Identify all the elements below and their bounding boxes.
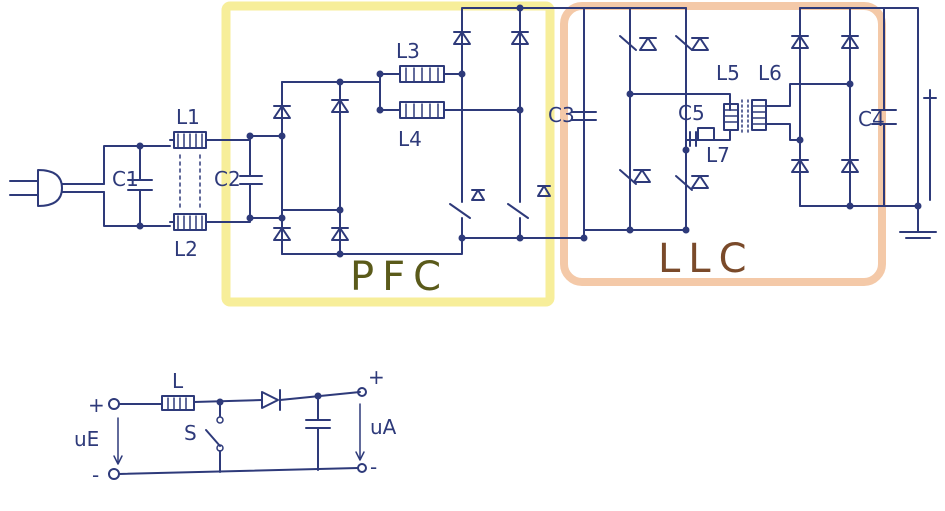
boost-plus-in: + xyxy=(88,393,105,417)
diode-icon xyxy=(261,389,281,411)
label-c3: C3 xyxy=(548,103,575,127)
inductor-l3 xyxy=(399,65,445,83)
boost-label-ue: uE xyxy=(74,427,99,451)
plug-icon xyxy=(9,169,105,207)
pfc-block-outline xyxy=(221,1,555,307)
label-c5: C5 xyxy=(678,101,705,125)
label-c4: C4 xyxy=(858,107,885,131)
label-l3: L3 xyxy=(396,39,420,63)
inductor-l4 xyxy=(399,101,445,119)
switch-icon xyxy=(619,35,657,51)
llc-label: LLC xyxy=(658,236,755,282)
label-l5: L5 xyxy=(716,61,740,85)
label-c1: C1 xyxy=(112,167,139,191)
capacitor-icon xyxy=(305,419,331,429)
boost-minus-out: - xyxy=(370,455,377,479)
label-l2: L2 xyxy=(174,237,198,261)
switch-icon xyxy=(675,175,709,191)
boost-label-ua: uA xyxy=(370,415,397,439)
c4-capacitor xyxy=(871,109,897,125)
switch-icon xyxy=(619,169,651,185)
transformer-l5-l6 xyxy=(723,99,767,135)
label-l7: L7 xyxy=(706,143,730,167)
switch-icon xyxy=(675,35,709,51)
c2-capacitor xyxy=(239,159,263,197)
c3-capacitor xyxy=(571,111,597,121)
inductor-icon xyxy=(161,395,195,411)
llc-block-outline xyxy=(560,2,886,286)
boost-label-l: L xyxy=(172,369,184,393)
pfc-label: PFC xyxy=(350,254,449,300)
c5-capacitor xyxy=(689,131,697,147)
boost-label-s: S xyxy=(184,421,197,445)
boost-minus-in: - xyxy=(92,463,99,487)
ground-icon xyxy=(899,205,937,239)
switch-icon xyxy=(449,189,485,239)
label-l4: L4 xyxy=(398,127,422,151)
inductor-l1 xyxy=(173,131,207,149)
inductor-l7 xyxy=(697,127,715,141)
boost-converter xyxy=(108,387,367,480)
switch-icon xyxy=(507,185,551,239)
label-l6: L6 xyxy=(758,61,782,85)
boost-plus-out: + xyxy=(368,365,385,389)
c1-capacitor xyxy=(127,179,153,191)
label-c2: C2 xyxy=(214,167,241,191)
inductor-l2 xyxy=(173,213,207,231)
label-l1: L1 xyxy=(176,105,200,129)
